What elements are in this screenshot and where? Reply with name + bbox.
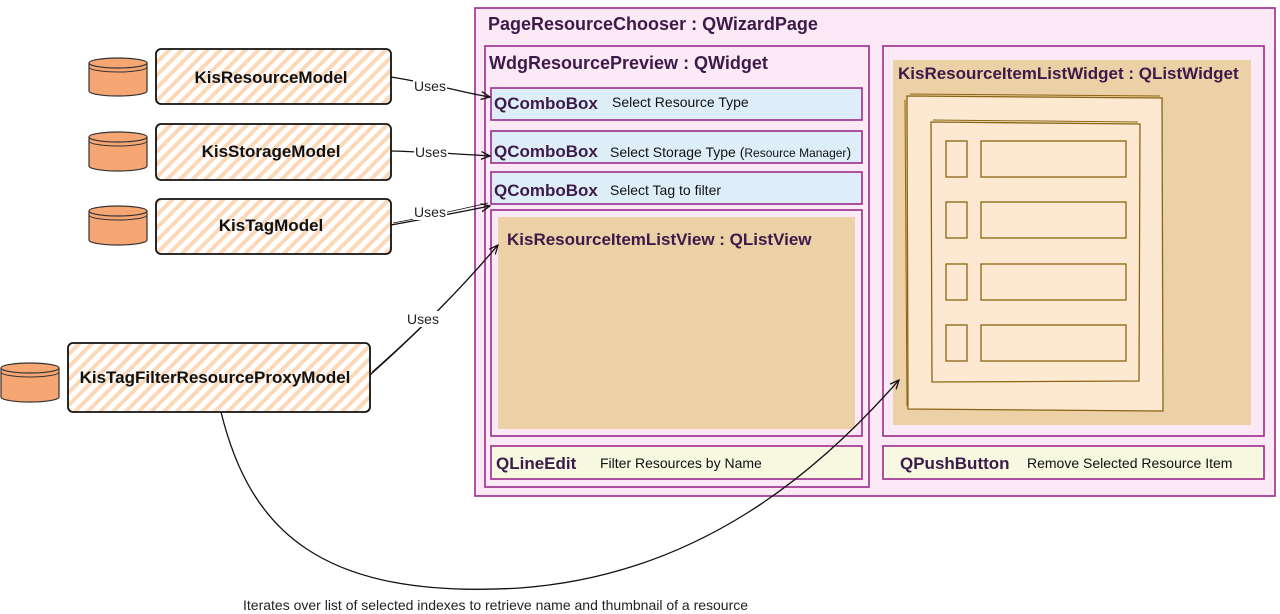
resource-item-listview-title: KisResourceItemListView : QListView — [507, 230, 812, 249]
edge-uses-storage: Uses — [390, 144, 490, 160]
model-name: KisTagFilterResourceProxyModel — [80, 368, 351, 387]
item-thumbnail-icon — [945, 201, 968, 239]
combo-tag-filter-class: QComboBox — [494, 181, 598, 200]
lineedit-class: QLineEdit — [496, 454, 577, 473]
lineedit-filter-by-name[interactable]: QLineEdit Filter Resources by Name — [490, 445, 863, 480]
model-name: KisResourceModel — [194, 68, 347, 87]
edge-label: Uses — [415, 144, 447, 160]
combo-resource-type[interactable]: QComboBox Select Resource Type — [490, 87, 863, 121]
pushbutton-label: Remove Selected Resource Item — [1027, 455, 1232, 471]
edge-label: Uses — [414, 78, 446, 94]
item-name-box — [980, 140, 1127, 178]
combo-storage-type[interactable]: QComboBox Select Storage Type (Resource … — [490, 130, 863, 164]
item-thumbnail-icon — [945, 263, 968, 301]
database-icon — [0, 362, 60, 403]
listwidget-item[interactable] — [945, 324, 1127, 362]
edge-uses-resource: Uses — [390, 76, 490, 97]
listwidget-item[interactable] — [945, 263, 1127, 301]
item-name-box — [980, 263, 1127, 301]
model-name: KisTagModel — [219, 216, 324, 235]
listwidget-item[interactable] — [945, 140, 1127, 178]
model-box-tag-filter-proxy[interactable]: KisTagFilterResourceProxyModel — [67, 342, 371, 413]
model-box-resource[interactable]: KisResourceModel — [155, 48, 392, 105]
lineedit-label: Filter Resources by Name — [600, 455, 762, 471]
edge-label: Uses — [414, 204, 446, 220]
pushbutton-class: QPushButton — [900, 454, 1010, 473]
wizard-page-title: PageResourceChooser : QWizardPage — [488, 14, 818, 34]
item-thumbnail-icon — [945, 140, 968, 178]
database-icon — [88, 205, 148, 246]
pushbutton-remove-item[interactable]: QPushButton Remove Selected Resource Ite… — [882, 445, 1265, 480]
combo-resource-type-label: Select Resource Type — [612, 94, 749, 110]
edge-uses-listview: Uses — [369, 245, 498, 376]
combo-storage-type-class: QComboBox — [494, 142, 598, 161]
resource-preview-title: WdgResourcePreview : QWidget — [489, 53, 768, 73]
listwidget-inner-frame — [930, 121, 1141, 383]
edge-label: Uses — [407, 311, 439, 327]
item-thumbnail-icon — [945, 324, 968, 362]
database-icon — [88, 57, 148, 97]
item-name-box — [980, 324, 1127, 362]
resource-item-listview[interactable]: KisResourceItemListView : QListView — [490, 209, 863, 437]
combo-resource-type-class: QComboBox — [494, 94, 598, 113]
edge-uses-tag: Uses — [390, 202, 490, 226]
edge-iterates-label: Iterates over list of selected indexes t… — [243, 597, 748, 613]
model-name: KisStorageModel — [202, 142, 341, 161]
edge-iterates — [220, 380, 899, 590]
combo-tag-filter-label: Select Tag to filter — [610, 182, 721, 198]
database-icon — [88, 131, 148, 172]
item-name-box — [980, 201, 1127, 239]
resource-item-listwidget[interactable]: KisResourceItemListWidget : QListWidget — [882, 45, 1265, 437]
combo-storage-type-label: Select Storage Type (Resource Manager) — [610, 144, 851, 160]
combo-tag-filter[interactable]: QComboBox Select Tag to filter — [490, 171, 863, 205]
listwidget-item[interactable] — [945, 201, 1127, 239]
resource-item-listwidget-title: KisResourceItemListWidget : QListWidget — [898, 64, 1239, 83]
model-box-storage[interactable]: KisStorageModel — [155, 123, 392, 181]
model-box-tag[interactable]: KisTagModel — [155, 198, 392, 255]
